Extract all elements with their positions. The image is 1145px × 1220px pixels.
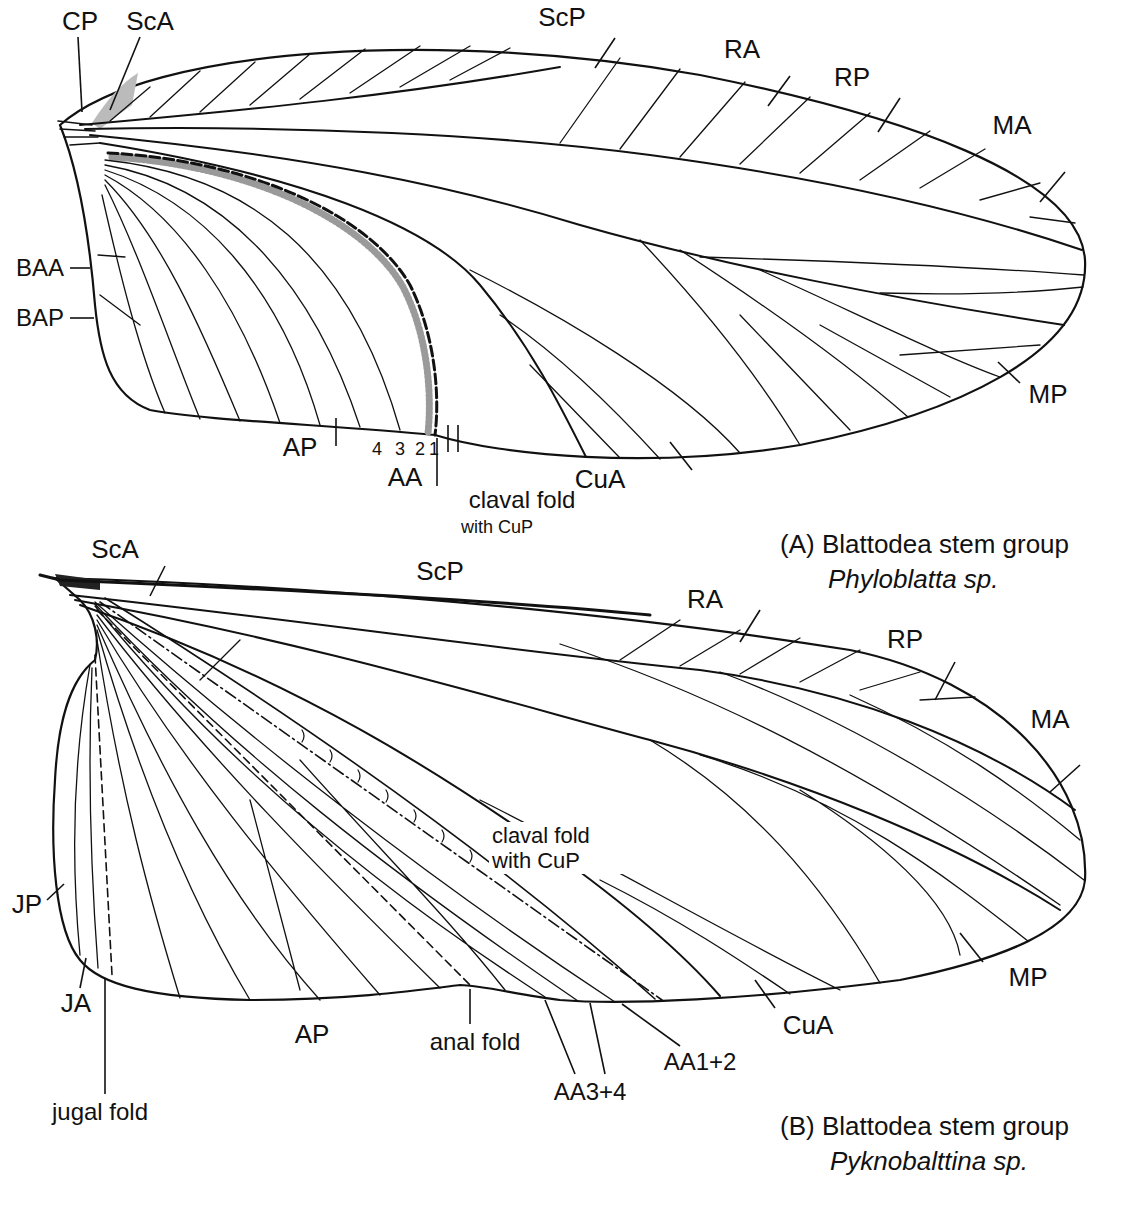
callout-number: 2 [415, 439, 425, 460]
vein-label: MA [993, 111, 1032, 141]
panel-caption: (B) Blattodea stem group [780, 1112, 1069, 1142]
leader-line [998, 362, 1020, 383]
fold-label: with CuP [461, 517, 533, 538]
leader-line [469, 989, 471, 1024]
vein-label: AA [388, 463, 423, 493]
ra-veins [620, 620, 975, 700]
anal-veins [98, 160, 400, 430]
wing-a [58, 46, 1085, 459]
vein-label: ScA [91, 535, 139, 565]
cua-vein [80, 605, 720, 996]
wing-outline [60, 50, 1085, 458]
leader-line [78, 37, 82, 112]
aa-veins [95, 602, 615, 1002]
vein-label: ScA [126, 7, 174, 37]
leader-line [935, 662, 955, 700]
fold-label: claval fold with CuP [489, 822, 635, 875]
m-vein [90, 135, 1064, 325]
vein-label: AA3+4 [554, 1078, 627, 1106]
leader-line [1050, 765, 1080, 792]
vein-label: RA [687, 585, 723, 615]
vein-label: RP [887, 625, 923, 655]
leader-lines-b [47, 566, 1080, 1094]
leader-line [670, 442, 692, 470]
m-vein [75, 600, 1060, 910]
leader-line [104, 978, 106, 1094]
leader-line [622, 1004, 680, 1046]
vein-label: AP [283, 433, 318, 463]
leader-line [878, 98, 900, 132]
vein-label: AA1+2 [664, 1048, 737, 1076]
leader-line [47, 884, 64, 900]
species-name: Pyknobalttina sp. [830, 1147, 1028, 1177]
jugal-veins [75, 665, 98, 968]
leader-line [768, 76, 790, 106]
callout-number: 1 [429, 439, 439, 460]
vein-label: MA [1031, 705, 1070, 735]
leader-line [335, 418, 337, 446]
sc-vein [40, 575, 650, 615]
r-vein [70, 595, 1075, 810]
wing-b [40, 574, 1085, 1002]
callout-number: 4 [372, 439, 382, 460]
vein-label: BAP [16, 304, 64, 332]
vein-label: ScP [538, 3, 586, 33]
claval-hatching [112, 157, 429, 433]
vein-label: JA [61, 989, 91, 1019]
vein-label: CuA [783, 1011, 834, 1041]
leader-line [545, 1000, 605, 1074]
vein-label: JP [12, 890, 42, 920]
vein-label: RA [724, 35, 760, 65]
scp-vein [80, 67, 560, 125]
vein-label: CP [62, 7, 98, 37]
jugal-fold [95, 655, 112, 975]
leader-line [740, 610, 760, 642]
leader-line [1040, 172, 1065, 202]
leader-line [70, 317, 94, 319]
vein-label: MP [1029, 380, 1068, 410]
leader-line [755, 980, 775, 1008]
fold-label: claval fold [469, 486, 576, 514]
cup-vein [105, 598, 655, 999]
leader-line [595, 38, 615, 68]
leader-line [448, 425, 458, 452]
cua-branches [470, 270, 740, 459]
vein-label: BAA [16, 254, 64, 282]
leader-line [70, 267, 90, 269]
fold-label: anal fold [430, 1028, 521, 1056]
claval-fold [100, 602, 662, 1000]
m-branches [650, 740, 1028, 983]
vein-label: RP [834, 63, 870, 93]
ra-veins [560, 58, 1075, 223]
leader-line [960, 933, 983, 962]
vein-label: AP [295, 1020, 330, 1050]
rp-veins [560, 644, 1084, 905]
vein-label: CuA [575, 465, 626, 495]
panel-caption: (A) Blattodea stem group [780, 530, 1069, 560]
leader-line [110, 37, 140, 110]
callout-number: 3 [395, 439, 405, 460]
leader-line [150, 566, 165, 596]
species-name: Phyloblatta sp. [828, 565, 999, 595]
wing-outline [53, 578, 1085, 1002]
vein-label: ScP [416, 557, 464, 587]
ma-mp-veins [640, 240, 1084, 445]
vein-label: MP [1009, 963, 1048, 993]
costal-veins [110, 46, 510, 121]
leader-lines-a [70, 37, 1065, 486]
leader-line [80, 958, 86, 988]
fold-label: jugal fold [52, 1098, 148, 1126]
r-vein [85, 128, 1082, 250]
ap-veins [97, 615, 440, 1000]
